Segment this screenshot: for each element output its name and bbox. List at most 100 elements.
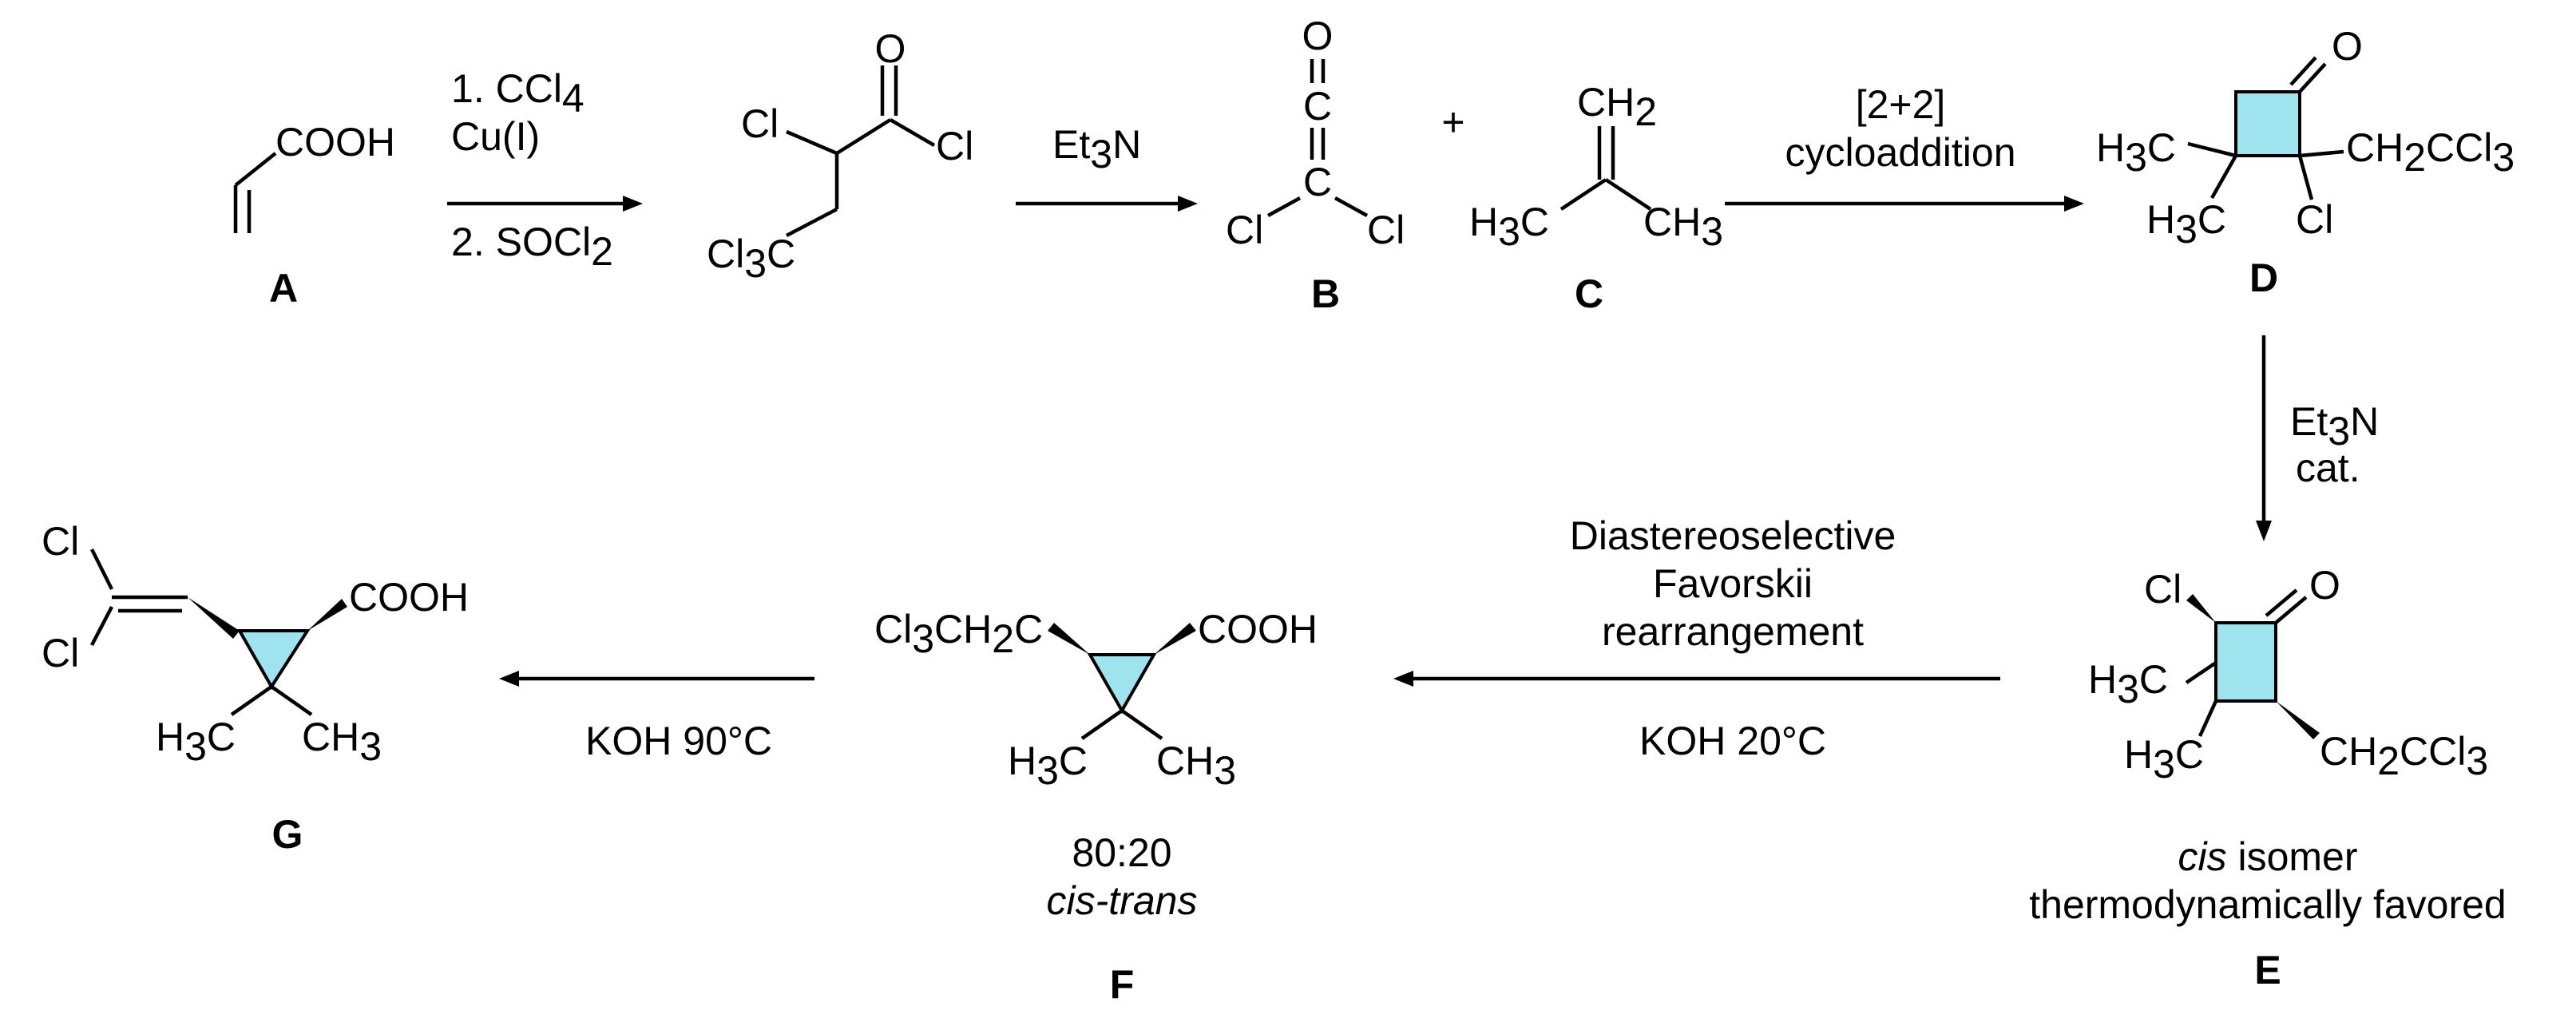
reagent-socl2: 2. SOCl2	[451, 220, 613, 274]
arrow-step-6: KOH 90°C	[499, 671, 814, 763]
bond	[2299, 149, 2344, 158]
compound-e: Cl O H3C H3C CH2CCl3 cis isomer thermody…	[2029, 563, 2507, 992]
note-cis-isomer: cis isomer	[2178, 834, 2357, 879]
cyclobutanone-ring	[2234, 90, 2301, 157]
wedge-bond	[2186, 594, 2216, 623]
bond	[786, 129, 838, 156]
bond	[2265, 588, 2298, 617]
reagent-koh-90: KOH 90°C	[585, 719, 772, 763]
bond	[1080, 709, 1124, 740]
reagent-et3n: Et3N	[2290, 399, 2379, 454]
cyclopropane-ring	[1087, 653, 1157, 715]
atom-cl3ch2c: Cl3CH2C	[874, 607, 1043, 661]
atom-h3c-bottom: H3C	[2146, 197, 2226, 252]
bond	[2210, 154, 2237, 200]
atom-h3c: H3C	[1008, 739, 1088, 793]
bond	[1559, 178, 1607, 211]
bond	[889, 118, 936, 147]
reagent-diastereoselective: Diastereoselective	[1570, 513, 1896, 558]
atom-cl-acyl: Cl	[936, 124, 973, 168]
compound-a: COOH A	[233, 120, 395, 311]
atom-c-top: C	[1303, 84, 1332, 129]
atom-ccl3: Cl3C	[707, 232, 795, 286]
reagent-favorskii: Favorskii	[1653, 561, 1813, 606]
note-thermo: thermodynamically favored	[2029, 882, 2507, 927]
atom-ch3: CH3	[302, 715, 382, 769]
arrow-head	[1393, 671, 1413, 687]
atom-cooh: COOH	[275, 120, 395, 164]
bond	[1604, 178, 1652, 211]
atom-o: O	[1302, 14, 1334, 58]
atom-ch2: CH2	[1577, 80, 1657, 134]
label-a: A	[269, 266, 298, 311]
atom-cooh: COOH	[1198, 607, 1318, 652]
label-g: G	[272, 812, 303, 857]
atom-h3c: H3C	[1469, 200, 1549, 254]
reagent-koh-20: KOH 20°C	[1639, 719, 1826, 763]
reagent-ccl4: 1. CCl4	[451, 66, 585, 121]
atom-cl-top: Cl	[42, 519, 79, 564]
arrow-head	[2256, 521, 2272, 541]
bond	[234, 152, 277, 187]
arrow-head	[2064, 196, 2084, 212]
atom-cl: Cl	[2144, 567, 2182, 612]
cyclobutanone-ring	[2214, 621, 2277, 703]
bond	[2289, 56, 2317, 86]
label-d: D	[2249, 255, 2278, 300]
arrow-head	[499, 671, 519, 687]
ratio-desc: cis-trans	[1047, 878, 1198, 923]
compound-b: O C C Cl Cl B	[1226, 14, 1405, 316]
plus-sign: +	[1441, 100, 1464, 145]
arrow-step-3: [2+2] cycloaddition	[1725, 82, 2084, 212]
reagent-cu: Cu(I)	[451, 114, 540, 159]
bond	[1334, 196, 1369, 217]
wedge-bond	[1048, 623, 1090, 655]
compound-g: Cl Cl COOH H3C CH3 G	[42, 519, 469, 857]
atom-ch2ccl3: CH2CCl3	[2320, 729, 2488, 783]
reagent-cat: cat.	[2296, 446, 2360, 490]
label-f: F	[1110, 962, 1135, 1007]
arrow-head	[1178, 196, 1198, 212]
arrow-step-5: Diastereoselective Favorskii rearrangeme…	[1393, 513, 2000, 763]
wedge-bond	[188, 597, 240, 639]
bond	[2274, 596, 2308, 624]
atom-ch3: CH3	[1643, 200, 1723, 254]
bond	[2297, 155, 2314, 200]
wedge-bond	[2276, 701, 2320, 739]
atom-cl-right: Cl	[1367, 208, 1405, 252]
label-c: C	[1575, 271, 1603, 316]
compound-acid-chloride: Cl O Cl Cl3C	[707, 26, 973, 286]
atom-o: O	[2332, 24, 2363, 69]
atom-h3c-bottom: H3C	[2124, 732, 2204, 786]
bond	[89, 548, 114, 591]
cyclopropane-ring	[236, 629, 311, 690]
atom-cooh: COOH	[349, 575, 469, 620]
atom-h3c-top: H3C	[2088, 657, 2168, 711]
atom-cl-left: Cl	[1226, 208, 1263, 252]
atom-h3c: H3C	[156, 715, 236, 769]
arrow-step-4: Et3N cat.	[2256, 335, 2379, 541]
atom-cl-bottom: Cl	[42, 631, 79, 675]
compound-f: Cl3CH2C COOH H3C CH3 80:20 cis-trans F	[874, 607, 1318, 1007]
arrow-head	[623, 196, 643, 212]
atom-h3c-top: H3C	[2096, 125, 2176, 180]
atom-o: O	[875, 26, 906, 71]
bond	[90, 605, 113, 647]
bond	[230, 685, 273, 716]
ratio: 80:20	[1072, 830, 1171, 875]
bond	[785, 208, 838, 237]
bond	[835, 118, 892, 155]
wedge-bond	[1154, 623, 1196, 655]
atom-cl-alpha: Cl	[741, 101, 779, 146]
atom-ch3: CH3	[1156, 739, 1236, 793]
bond	[270, 685, 313, 716]
atom-o: O	[2309, 563, 2340, 608]
reagent-et3n: Et3N	[1052, 122, 1141, 176]
bond	[2185, 661, 2217, 684]
bond	[2198, 700, 2218, 737]
bond	[1120, 709, 1163, 740]
compound-d: O H3C H3C CH2CCl3 Cl D	[2096, 24, 2515, 300]
label-e: E	[2254, 948, 2281, 992]
atom-cl: Cl	[2296, 197, 2333, 242]
arrow-step-1: 1. CCl4 Cu(I) 2. SOCl2	[447, 66, 643, 274]
